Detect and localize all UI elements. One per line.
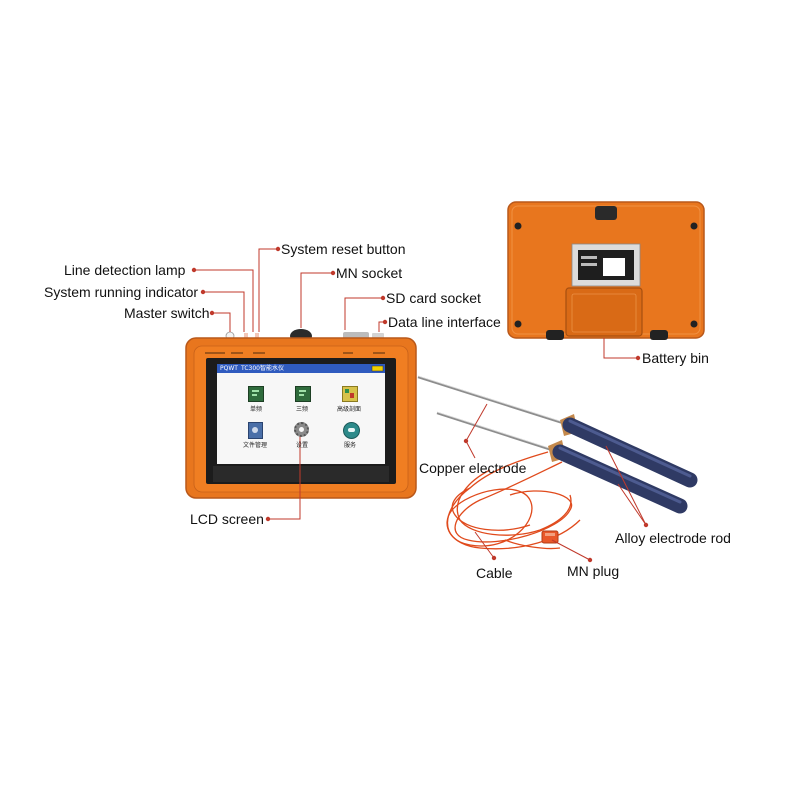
label-system-reset-button: System reset button <box>281 241 406 257</box>
leader-lines <box>194 248 647 561</box>
label-data-line-interface: Data line interface <box>388 314 501 330</box>
screen-app-icon[interactable]: 高级剖面 <box>327 386 371 418</box>
screen-app-icon[interactable]: 单频 <box>239 386 273 418</box>
label-alloy-electrode-rod: Alloy electrode rod <box>615 530 731 546</box>
label-cable: Cable <box>476 565 513 581</box>
screen-app-icon[interactable]: 三频 <box>285 386 319 418</box>
app-label: 文件管理 <box>242 442 267 449</box>
chart-icon <box>248 386 264 402</box>
chart-icon <box>295 386 311 402</box>
device-back-view <box>507 201 705 340</box>
screen-app-icon[interactable]: 文件管理 <box>235 422 275 454</box>
label-master-switch: Master switch <box>124 305 210 321</box>
label-lcd-screen: LCD screen <box>190 511 264 527</box>
phone-icon <box>343 422 360 439</box>
lcd-screen: PQWT TC300智能水仪 单频 三频 高级剖面 <box>217 364 385 464</box>
label-mn-plug: MN plug <box>567 563 620 579</box>
label-sd-card-socket: SD card socket <box>386 290 481 306</box>
profile-icon <box>342 386 358 402</box>
electrodes <box>417 375 698 514</box>
label-copper-electrode: Copper electrode <box>419 460 527 476</box>
app-label: 三频 <box>295 406 308 413</box>
label-line-detection-lamp: Line detection lamp <box>64 262 186 278</box>
label-battery-bin: Battery bin <box>642 350 709 366</box>
cable <box>446 451 581 550</box>
label-mn-socket: MN socket <box>336 265 403 281</box>
leader-dots <box>191 246 649 563</box>
label-system-running-indicator: System running indicator <box>44 284 199 300</box>
file-icon <box>248 422 263 439</box>
app-label: 设置 <box>295 442 308 449</box>
screen-app-icon[interactable]: 服务 <box>330 422 370 454</box>
app-label: 高级剖面 <box>336 406 361 413</box>
screen-app-icon[interactable]: 设置 <box>285 422 319 454</box>
gear-icon <box>294 422 309 437</box>
screen-title-bar: PQWT TC300智能水仪 <box>217 364 385 373</box>
screen-brand: PQWT <box>220 365 238 372</box>
screen-subtitle: TC300智能水仪 <box>241 365 284 372</box>
app-label: 单频 <box>249 406 262 413</box>
app-label: 服务 <box>343 442 356 449</box>
